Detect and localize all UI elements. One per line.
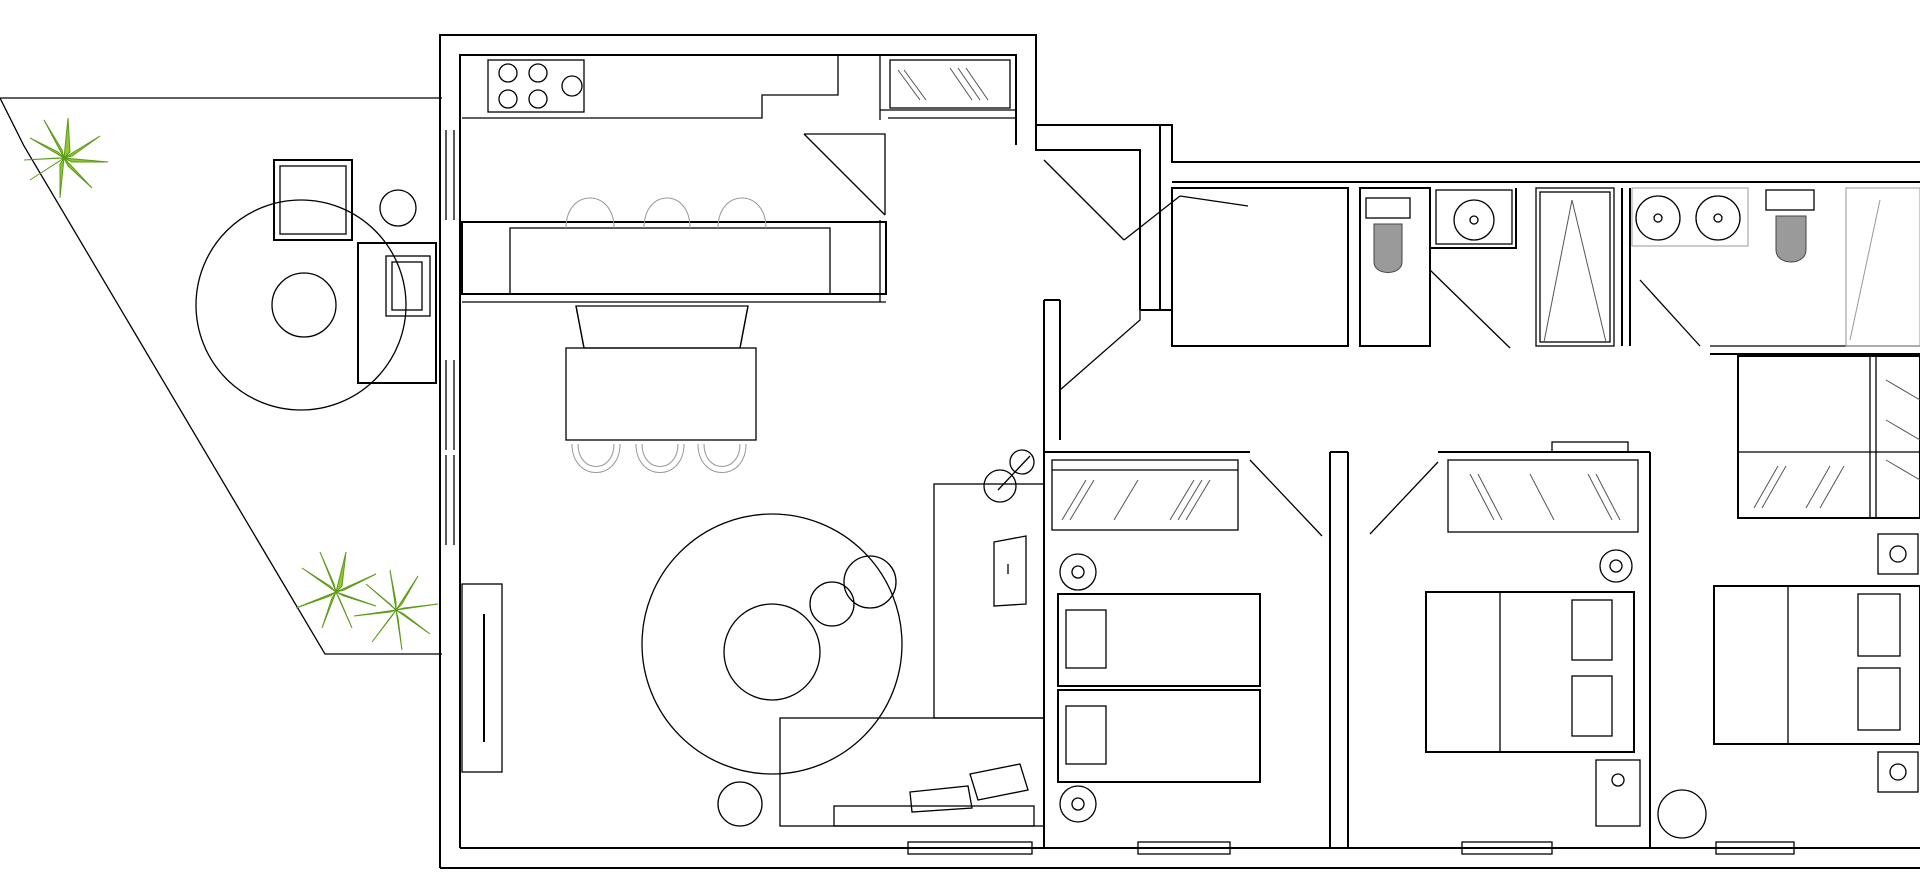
wardrobe-hatch [1061, 479, 1211, 521]
wall-cabinet [461, 583, 503, 773]
lamp-icon [1657, 789, 1707, 839]
interior-wall [1035, 125, 1172, 484]
door [803, 133, 1249, 391]
stove-icon [487, 59, 585, 113]
wardrobe-hatch [1753, 379, 1920, 509]
plant-icon [23, 117, 109, 199]
wardrobe-hatch [1469, 473, 1621, 521]
shower-icon [1845, 187, 1920, 347]
window [445, 130, 455, 545]
nightstand [1059, 553, 1097, 591]
lamp-icon [983, 449, 1035, 503]
door [1249, 459, 1323, 537]
bathroom [1359, 187, 1615, 347]
plant-icon [295, 551, 377, 629]
wardrobe-hatch [897, 67, 989, 101]
nightstand [1877, 751, 1919, 793]
terrace [0, 97, 442, 655]
bathroom [1621, 188, 1920, 355]
storage-room [1171, 187, 1349, 347]
living-rug [641, 513, 903, 827]
sink-icon [1435, 189, 1513, 245]
kitchen-counter [462, 55, 1016, 120]
bedroom [1438, 441, 1651, 848]
armchair [993, 535, 1027, 607]
door [1369, 461, 1439, 535]
nightstand [1599, 549, 1633, 583]
window [907, 841, 1795, 855]
door [1639, 279, 1701, 347]
nightstand [1595, 759, 1641, 827]
toilet-icon [1765, 189, 1815, 263]
bedroom [1044, 451, 1349, 848]
bed [1425, 591, 1635, 753]
double-sink-icon [1631, 187, 1749, 247]
bed [1057, 593, 1261, 783]
plant-icon [353, 569, 439, 651]
bedroom [1737, 355, 1920, 519]
toilet-icon [1365, 197, 1411, 273]
nightstand [1059, 785, 1097, 823]
kitchen-island [461, 220, 887, 303]
nightstand [1877, 533, 1919, 575]
dining-chair [571, 443, 747, 473]
door [1429, 269, 1511, 349]
bed [1713, 585, 1920, 745]
shower-icon [1539, 191, 1611, 343]
dining-table [565, 305, 757, 441]
bar-stool [565, 197, 767, 229]
